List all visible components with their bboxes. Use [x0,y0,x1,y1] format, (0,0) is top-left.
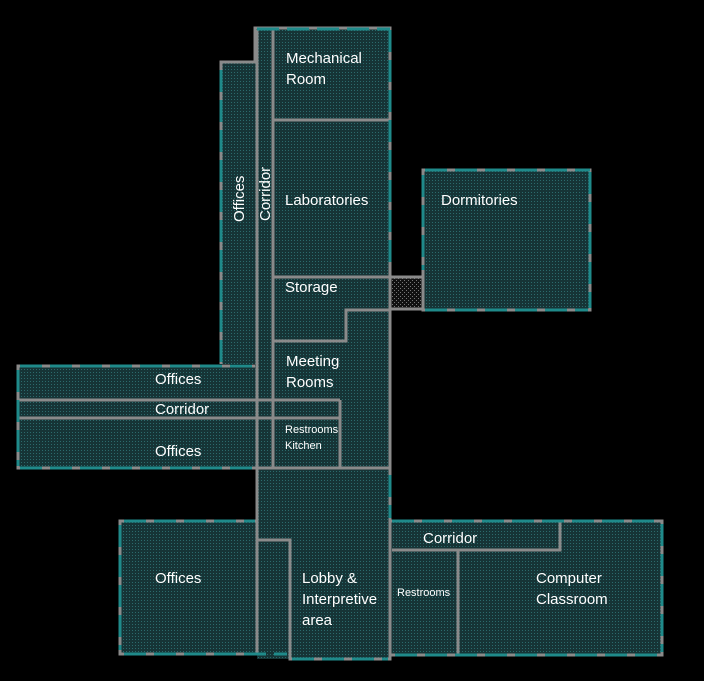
south-link-floor [257,468,390,522]
window-bands [16,27,664,661]
offices-wing-floor [221,62,257,364]
dormitories-floor [423,170,590,310]
south-restrooms-floor [390,550,460,655]
laboratories-label: Laboratories [285,192,368,209]
restrooms-kitchen-floor [273,418,341,468]
link-passage [391,277,423,309]
restrooms-kitchen-label: Restrooms Kitchen [285,424,341,452]
floor-areas [18,28,662,659]
west-offices-upper-label: Offices [155,371,201,388]
meeting-rooms-label: Meeting Rooms [286,353,344,391]
computer-classroom-label: Computer Classroom [536,570,608,608]
lobby-label: Lobby & Interpretive area [302,570,381,629]
west-corridor-label: Corridor [155,401,209,418]
mechanical-room-floor [273,28,390,120]
laboratories-floor [273,120,390,277]
south-restrooms-label: Restrooms [397,587,451,599]
west-corridor-floor [18,400,340,418]
corridor-vertical-label: Corridor [257,167,274,221]
dormitories-label: Dormitories [441,192,518,209]
corridor-vertical-floor [255,28,273,468]
south-corridor-label: Corridor [423,530,477,547]
south-offices-label: Offices [155,570,201,587]
offices-vertical-label: Offices [231,176,248,222]
west-offices-lower-label: Offices [155,443,201,460]
lobby-floor [257,521,390,659]
storage-label: Storage [285,279,338,296]
room-labels: Mechanical Room Laboratories Storage Mee… [155,50,608,629]
mechanical-room-label: Mechanical Room [286,50,366,88]
